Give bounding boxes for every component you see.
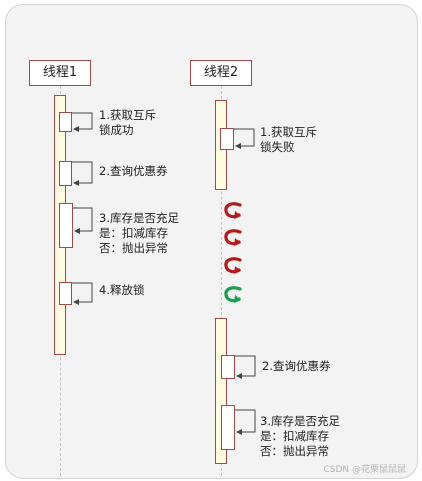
thread1-msg3: 3.库存是否充足是：扣减库存否：抛出异常 [99,211,179,255]
self-call-box [220,128,234,150]
thread1-msg2: 2.查询优惠券 [99,164,168,178]
retry-arrow-icon [224,257,242,274]
self-call-box [221,405,235,450]
self-call-box [59,161,72,186]
success-arrow-icon [224,286,242,303]
watermark: CSDN @花栗鼠鼠鼠 [323,465,406,475]
self-call-box [221,355,235,379]
thread2-msg1: 1.获取互斥锁失败 [260,125,317,154]
thread1-msg1: 1.获取互斥锁成功 [99,108,156,137]
thread1-msg4: 4.释放锁 [99,283,145,297]
self-call-box [59,203,73,248]
thread2-msg3: 3.库存是否充足是：扣减库存否：抛出异常 [260,414,340,458]
self-call-box [59,112,72,132]
retry-arrow-icon [224,229,242,246]
lifeline-thread2 [221,86,222,476]
thread2-msg2: 2.查询优惠券 [262,359,331,373]
actor-thread1: 线程1 [29,60,91,86]
actor-thread2: 线程2 [190,60,252,86]
retry-arrow-icon [224,202,242,219]
self-call-box [59,282,72,305]
